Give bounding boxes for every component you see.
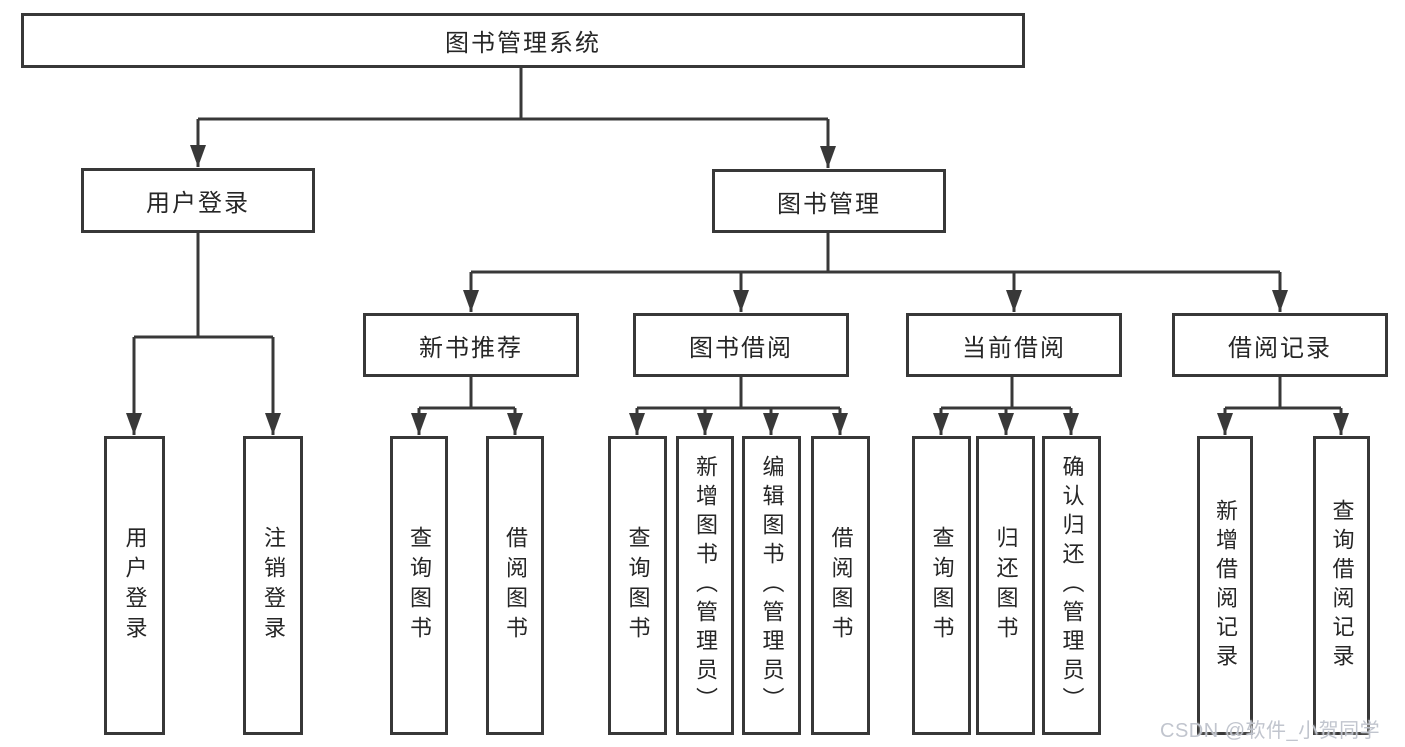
leaf-borrow-book-label: 借阅图书	[828, 525, 854, 646]
leaf-user-login-label: 用户登录	[122, 525, 148, 646]
node-root: 图书管理系统	[21, 13, 1025, 68]
leaf-borrow-book: 借阅图书	[811, 436, 870, 735]
node-user-login-branch-label: 用户登录	[146, 190, 250, 217]
node-new-book-recommend: 新书推荐	[363, 313, 579, 377]
leaf-logout: 注销登录	[243, 436, 303, 735]
node-root-label: 图书管理系统	[445, 30, 601, 57]
leaf-recommend-borrow-book: 借阅图书	[486, 436, 544, 735]
node-book-borrow-label: 图书借阅	[689, 334, 793, 362]
leaf-user-login: 用户登录	[104, 436, 165, 735]
leaf-recommend-query-book: 查询图书	[390, 436, 448, 735]
leaf-current-query-book: 查询图书	[912, 436, 971, 735]
node-user-login-branch: 用户登录	[81, 168, 315, 233]
leaf-return-book-label: 归还图书	[993, 525, 1019, 646]
leaf-borrow-query-book-label: 查询图书	[625, 525, 651, 646]
node-book-borrow: 图书借阅	[633, 313, 849, 377]
node-book-management-branch-label: 图书管理	[777, 190, 881, 218]
leaf-add-borrow-record-label: 新增借阅记录	[1213, 498, 1238, 673]
leaf-borrow-query-book: 查询图书	[608, 436, 667, 735]
leaf-add-borrow-record: 新增借阅记录	[1197, 436, 1253, 735]
leaf-recommend-query-book-label: 查询图书	[407, 525, 432, 646]
leaf-return-book: 归还图书	[976, 436, 1035, 735]
leaf-edit-book-admin-label: 编辑图书（管理员）	[759, 455, 785, 716]
leaf-query-borrow-record: 查询借阅记录	[1313, 436, 1370, 735]
leaf-confirm-return-admin: 确认归还（管理员）	[1042, 436, 1101, 735]
node-current-borrow-label: 当前借阅	[962, 334, 1066, 362]
leaf-confirm-return-admin-label: 确认归还（管理员）	[1059, 455, 1085, 716]
node-borrow-records: 借阅记录	[1172, 313, 1388, 377]
leaf-add-book-admin-label: 新增图书（管理员）	[693, 455, 718, 716]
leaf-logout-label: 注销登录	[261, 525, 286, 646]
leaf-current-query-book-label: 查询图书	[929, 525, 955, 646]
leaf-recommend-borrow-book-label: 借阅图书	[503, 525, 528, 646]
leaf-add-book-admin: 新增图书（管理员）	[676, 436, 734, 735]
leaf-query-borrow-record-label: 查询借阅记录	[1329, 498, 1355, 673]
csdn-watermark: CSDN @软件_小贺同学	[1160, 720, 1381, 742]
node-borrow-records-label: 借阅记录	[1228, 334, 1332, 362]
node-current-borrow: 当前借阅	[906, 313, 1122, 377]
node-book-management-branch: 图书管理	[712, 169, 946, 233]
node-new-book-recommend-label: 新书推荐	[419, 334, 523, 362]
leaf-edit-book-admin: 编辑图书（管理员）	[742, 436, 801, 735]
